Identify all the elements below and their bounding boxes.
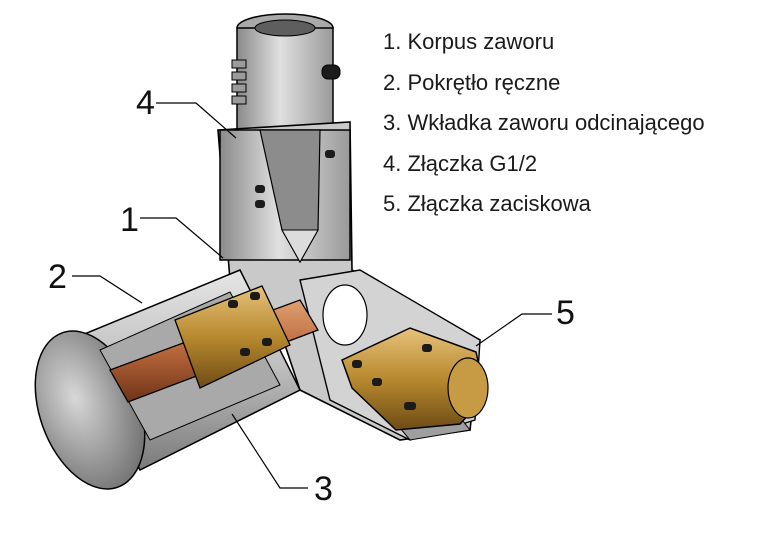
callout-4: 4	[136, 84, 155, 122]
legend-item-1: 1. Korpus zaworu	[383, 29, 555, 54]
leader-line-4	[156, 102, 237, 139]
leader-line-2	[72, 275, 143, 304]
leader-line-5	[475, 313, 552, 347]
leader-line-1	[140, 217, 224, 259]
leader-line-3	[231, 413, 308, 489]
callout-2: 2	[48, 258, 67, 296]
callout-3: 3	[314, 470, 333, 508]
legend-item-4: 4. Złączka G1/2	[383, 150, 538, 176]
parts-legend: 1. Korpus zaworu 2. Pokrętło ręczne 3. W…	[383, 22, 705, 225]
callout-5: 5	[556, 294, 575, 332]
legend-item-3: 3. Wkładka zaworu odcinającego	[383, 110, 705, 136]
compression-connector	[341, 327, 489, 431]
legend-item-5: 5. Złączka zaciskowa	[383, 191, 591, 217]
legend-item-2: 2. Pokrętło ręczne	[383, 69, 561, 95]
shutoff-insert	[109, 285, 319, 403]
callout-1: 1	[120, 201, 139, 239]
